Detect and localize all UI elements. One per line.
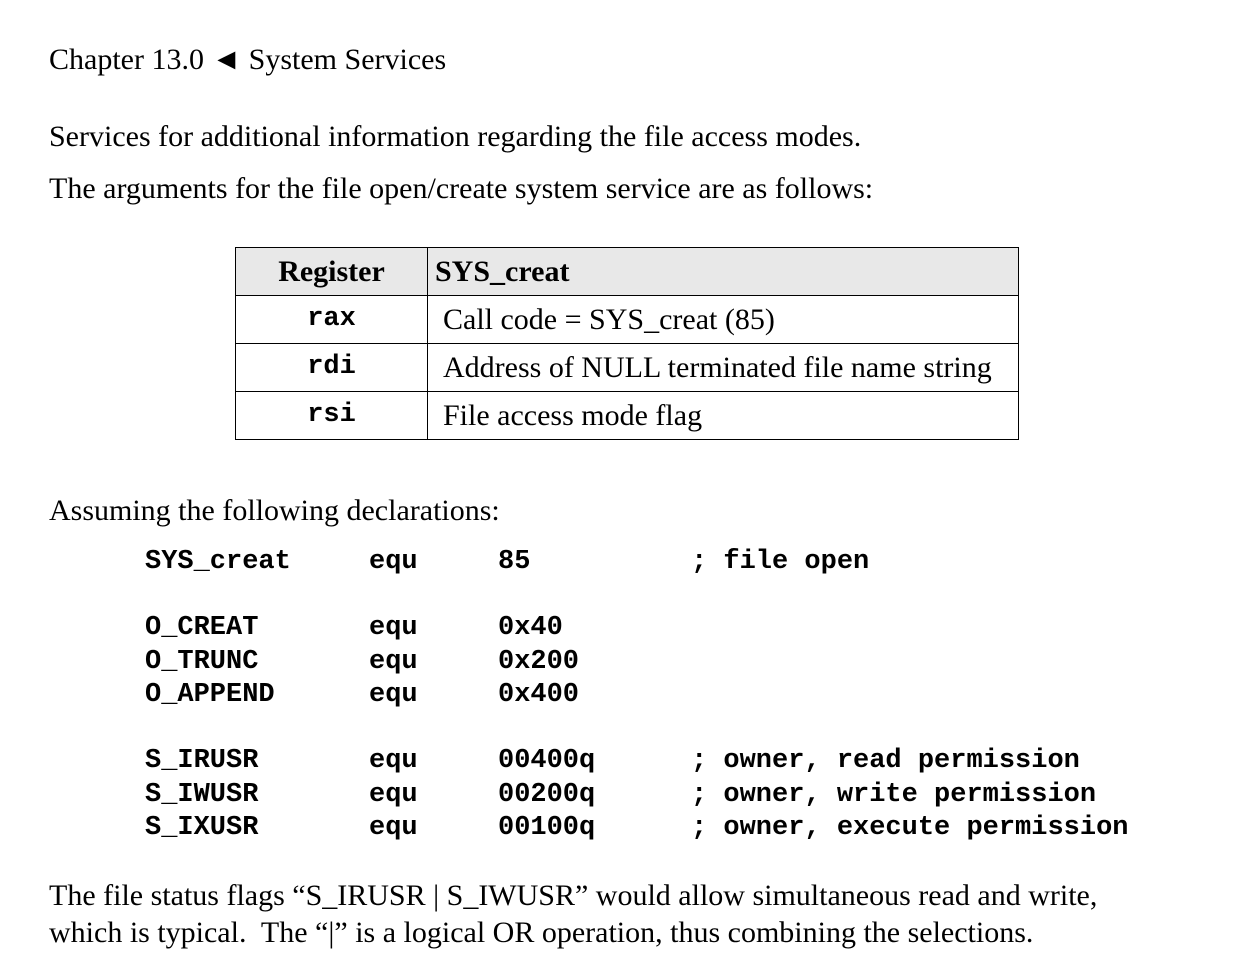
code-name: O_TRUNC [145, 647, 259, 677]
code-op: equ [369, 613, 418, 643]
paragraph-declarations: Assuming the following declarations: [49, 494, 500, 527]
code-op: equ [369, 746, 418, 776]
page-header: Chapter 13.0 ◄ System Services [49, 45, 446, 75]
code-name: S_IRUSR [145, 746, 259, 776]
code-name: SYS_creat [145, 547, 291, 577]
code-op: equ [369, 680, 418, 710]
code-comment: ; file open [691, 547, 870, 577]
code-comment: ; owner, execute permission [691, 813, 1129, 843]
code-value: 0x40 [498, 613, 563, 643]
code-name: S_IWUSR [145, 780, 259, 810]
register-cell: rsi [307, 400, 356, 430]
table-header-sys-creat: SYS_creat [427, 247, 1019, 296]
code-value: 85 [498, 547, 531, 577]
table-row: rdi Address of NULL terminated file name… [235, 343, 1019, 392]
register-table: Register SYS_creat rax Call code = SYS_c… [235, 247, 1019, 440]
table-row: rax Call code = SYS_creat (85) [235, 295, 1019, 344]
register-cell: rax [307, 304, 356, 334]
code-op: equ [369, 547, 418, 577]
code-value: 00400q [498, 746, 596, 776]
code-name: O_CREAT [145, 613, 259, 643]
description-cell: Call code = SYS_creat (85) [427, 295, 1019, 344]
code-value: 0x400 [498, 680, 580, 710]
section-title: System Services [248, 43, 447, 76]
table-header-register: Register [235, 247, 428, 296]
paragraph-status-flags-line1: The file status flags “S_IRUSR | S_IWUSR… [49, 879, 1098, 912]
code-op: equ [369, 780, 418, 810]
description-cell: File access mode flag [427, 391, 1019, 440]
paragraph-arguments: The arguments for the file open/create s… [49, 172, 874, 205]
table-header-row: Register SYS_creat [235, 247, 1019, 296]
code-op: equ [369, 647, 418, 677]
code-name: O_APPEND [145, 680, 275, 710]
code-op: equ [369, 813, 418, 843]
left-arrow-icon: ◄ [211, 43, 242, 76]
code-value: 00100q [498, 813, 596, 843]
paragraph-status-flags-line2: which is typical. The “|” is a logical O… [49, 916, 1034, 949]
table-row: rsi File access mode flag [235, 391, 1019, 440]
code-value: 0x200 [498, 647, 580, 677]
chapter-label: Chapter 13.0 [49, 43, 204, 76]
paragraph-access-modes: Services for additional information rega… [49, 120, 862, 153]
code-name: S_IXUSR [145, 813, 259, 843]
code-comment: ; owner, read permission [691, 746, 1080, 776]
code-value: 00200q [498, 780, 596, 810]
code-comment: ; owner, write permission [691, 780, 1097, 810]
description-cell: Address of NULL terminated file name str… [427, 343, 1019, 392]
register-cell: rdi [307, 352, 356, 382]
